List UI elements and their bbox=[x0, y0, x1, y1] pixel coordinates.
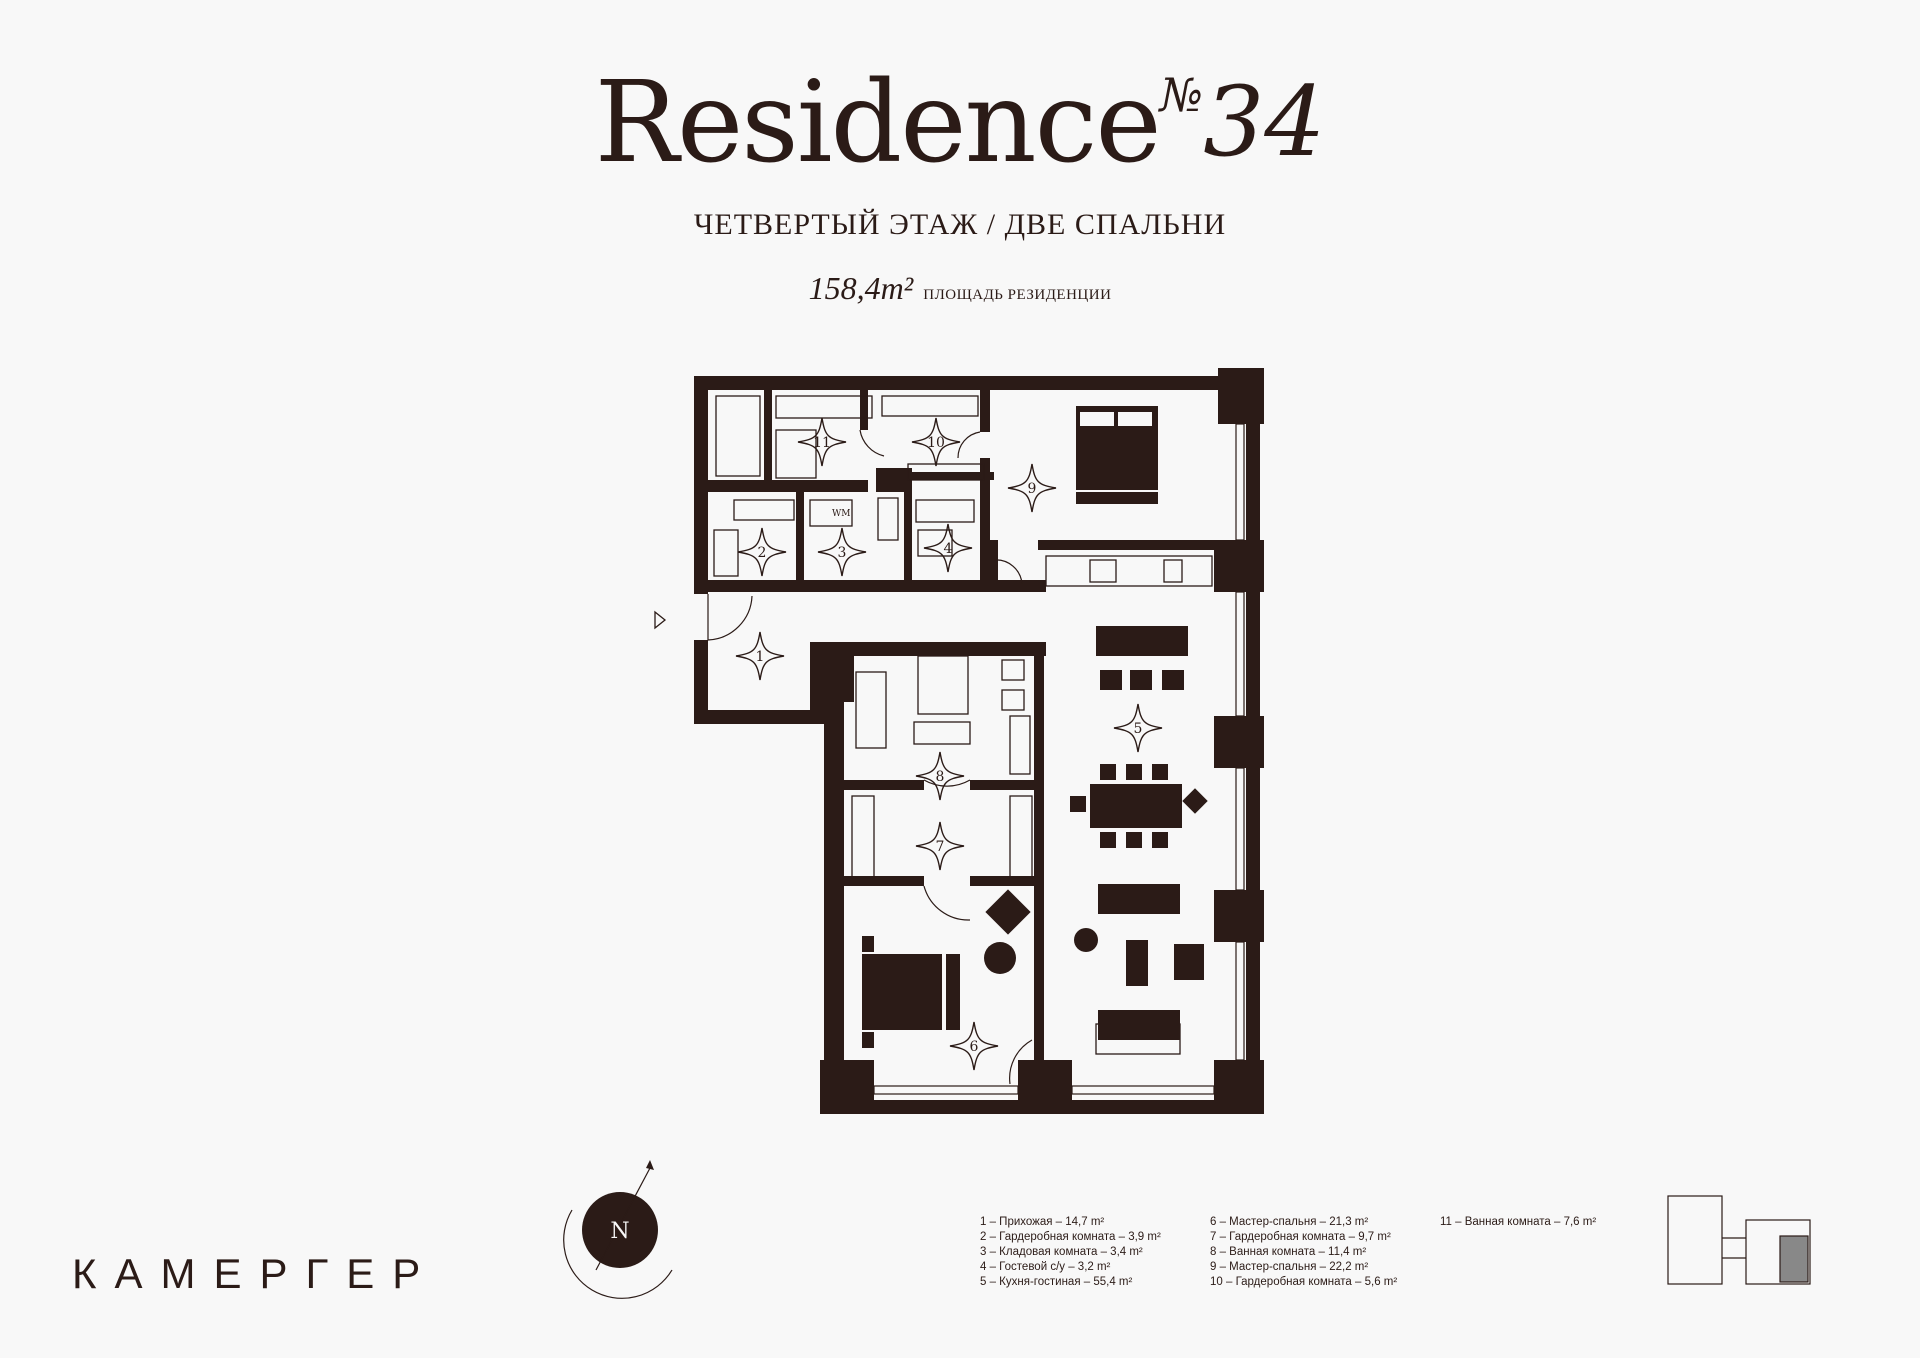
title-word: Residence bbox=[594, 58, 1162, 188]
room-numbers: 1 2 3 4 5 6 7 8 9 10 11 bbox=[756, 435, 1143, 1055]
washer-label: WM bbox=[832, 509, 850, 519]
legend-item-2: 2 – Гардеробная комната – 3,9 m² bbox=[980, 1231, 1161, 1243]
legend-item-11: 11 – Ванная комната – 7,6 m² bbox=[1440, 1216, 1597, 1228]
room-num-10: 10 bbox=[927, 435, 945, 451]
subtitle: ЧЕТВЕРТЫЙ ЭТАЖ / ДВЕ СПАЛЬНИ bbox=[693, 208, 1227, 241]
walls bbox=[694, 368, 1264, 1114]
furniture-solid bbox=[862, 406, 1208, 1048]
legend-item-9: 9 – Мастер-спальня – 22,2 m² bbox=[1210, 1261, 1369, 1273]
north-arrow-icon bbox=[646, 1160, 654, 1170]
legend-item-7: 7 – Гардеробная комната – 9,7 m² bbox=[1210, 1231, 1391, 1243]
area-value: 158,4m² bbox=[808, 270, 914, 306]
key-plan bbox=[1667, 1195, 1811, 1285]
room-num-2: 2 bbox=[758, 545, 767, 561]
room-num-6: 6 bbox=[970, 1039, 979, 1055]
page-title: Residence№34 bbox=[0, 58, 1920, 198]
legend-item-6: 6 – Мастер-спальня – 21,3 m² bbox=[1210, 1216, 1369, 1228]
legend-item-3: 3 – Кладовая комната – 3,4 m² bbox=[980, 1246, 1143, 1258]
title-number: 34 bbox=[1203, 66, 1326, 178]
area-line: 158,4m² ПЛОЩАДЬ РЕЗИДЕНЦИИ bbox=[0, 270, 1920, 307]
windows bbox=[873, 423, 1245, 1095]
legend-item-10: 10 – Гардеробная комната – 5,6 m² bbox=[1210, 1276, 1398, 1288]
title-number-sign: № bbox=[1159, 68, 1204, 122]
legend-column-2: 6 – Мастер-спальня – 21,3 m² 7 – Гардеро… bbox=[1210, 1215, 1397, 1290]
room-num-9: 9 bbox=[1028, 481, 1037, 497]
room-num-4: 4 bbox=[944, 541, 953, 557]
legend-column-3: 11 – Ванная комната – 7,6 m² bbox=[1440, 1215, 1596, 1230]
room-num-11: 11 bbox=[813, 435, 831, 451]
room-num-1: 1 bbox=[756, 649, 765, 665]
room-num-3: 3 bbox=[838, 545, 847, 561]
legend-item-4: 4 – Гостевой с/у – 3,2 m² bbox=[980, 1261, 1111, 1273]
compass: N bbox=[563, 1160, 673, 1299]
furniture bbox=[713, 395, 1213, 1055]
legend-item-5: 5 – Кухня-гостиная – 55,4 m² bbox=[980, 1276, 1133, 1288]
brand-logo: КАМЕРГЕР bbox=[72, 1250, 439, 1297]
legend-column-1: 1 – Прихожая – 14,7 m² 2 – Гардеробная к… bbox=[980, 1215, 1161, 1290]
legend-item-8: 8 – Ванная комната – 11,4 m² bbox=[1210, 1246, 1367, 1258]
room-num-8: 8 bbox=[936, 769, 945, 785]
legend-item-1: 1 – Прихожая – 14,7 m² bbox=[980, 1216, 1105, 1228]
room-num-5: 5 bbox=[1134, 721, 1143, 737]
entrance-arrow-icon bbox=[654, 610, 667, 630]
area-label: ПЛОЩАДЬ РЕЗИДЕНЦИИ bbox=[923, 287, 1112, 303]
doors bbox=[707, 429, 1033, 1085]
room-num-7: 7 bbox=[936, 839, 945, 855]
compass-letter: N bbox=[610, 1219, 629, 1244]
